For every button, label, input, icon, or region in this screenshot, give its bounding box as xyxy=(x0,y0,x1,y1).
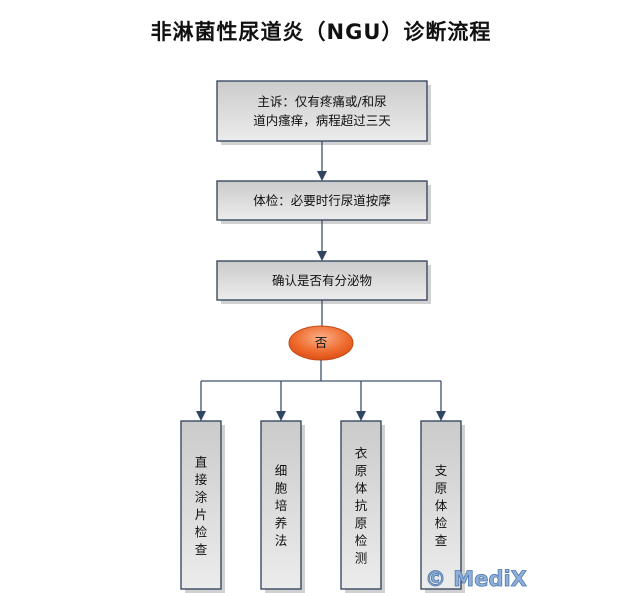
node-test-char: 胞 xyxy=(275,481,288,496)
node-test-char: 检 xyxy=(355,533,368,548)
arrow-head xyxy=(196,411,206,421)
node-complaint-line1: 主诉：仅有疼痛或/和尿 xyxy=(257,94,386,109)
node-test-char: 接 xyxy=(195,472,208,487)
node-test-char: 原 xyxy=(355,516,368,531)
arrow-head xyxy=(276,411,286,421)
watermark: © MediX xyxy=(425,567,528,592)
node-exam: 体检：必要时行尿道按摩 xyxy=(216,180,431,224)
node-test-char: 涂 xyxy=(195,489,208,504)
node-test-char: 衣 xyxy=(355,446,368,461)
node-test-char: 体 xyxy=(355,481,368,496)
node-confirm: 确认是否有分泌物 xyxy=(216,260,431,304)
node-test-char: 体 xyxy=(435,498,448,513)
node-test-char: 查 xyxy=(435,533,448,548)
node-test-char: 支 xyxy=(435,463,448,478)
node-test-char: 养 xyxy=(275,516,288,531)
node-test-char: 直 xyxy=(195,454,208,469)
decision-no: 否 xyxy=(288,325,354,361)
node-test-char: 原 xyxy=(355,463,368,478)
node-exam-label: 体检：必要时行尿道按摩 xyxy=(253,193,391,208)
arrow-head xyxy=(356,411,366,421)
arrow-head xyxy=(317,251,327,261)
node-complaint: 主诉：仅有疼痛或/和尿 道内瘙痒，病程超过三天 xyxy=(216,80,431,145)
node-test-char: 抗 xyxy=(355,498,368,513)
diagram-title: 非淋菌性尿道炎（NGU）诊断流程 xyxy=(150,20,492,44)
node-test-char: 测 xyxy=(355,551,368,566)
node-test-char: 法 xyxy=(275,533,288,548)
node-test-char: 原 xyxy=(435,481,448,496)
node-test-char: 片 xyxy=(195,507,208,522)
node-confirm-label: 确认是否有分泌物 xyxy=(272,273,372,288)
node-test-char: 检 xyxy=(435,516,448,531)
node-test-char: 培 xyxy=(275,498,288,513)
node-test-char: 细 xyxy=(275,463,288,478)
node-test-char: 检 xyxy=(195,524,208,539)
decision-no-label: 否 xyxy=(315,335,328,350)
node-test-char: 查 xyxy=(195,542,208,557)
watermark-text: © MediX xyxy=(425,567,527,591)
arrow-head xyxy=(317,171,327,181)
arrow-head xyxy=(436,411,446,421)
node-complaint-line2: 道内瘙痒，病程超过三天 xyxy=(253,113,391,128)
